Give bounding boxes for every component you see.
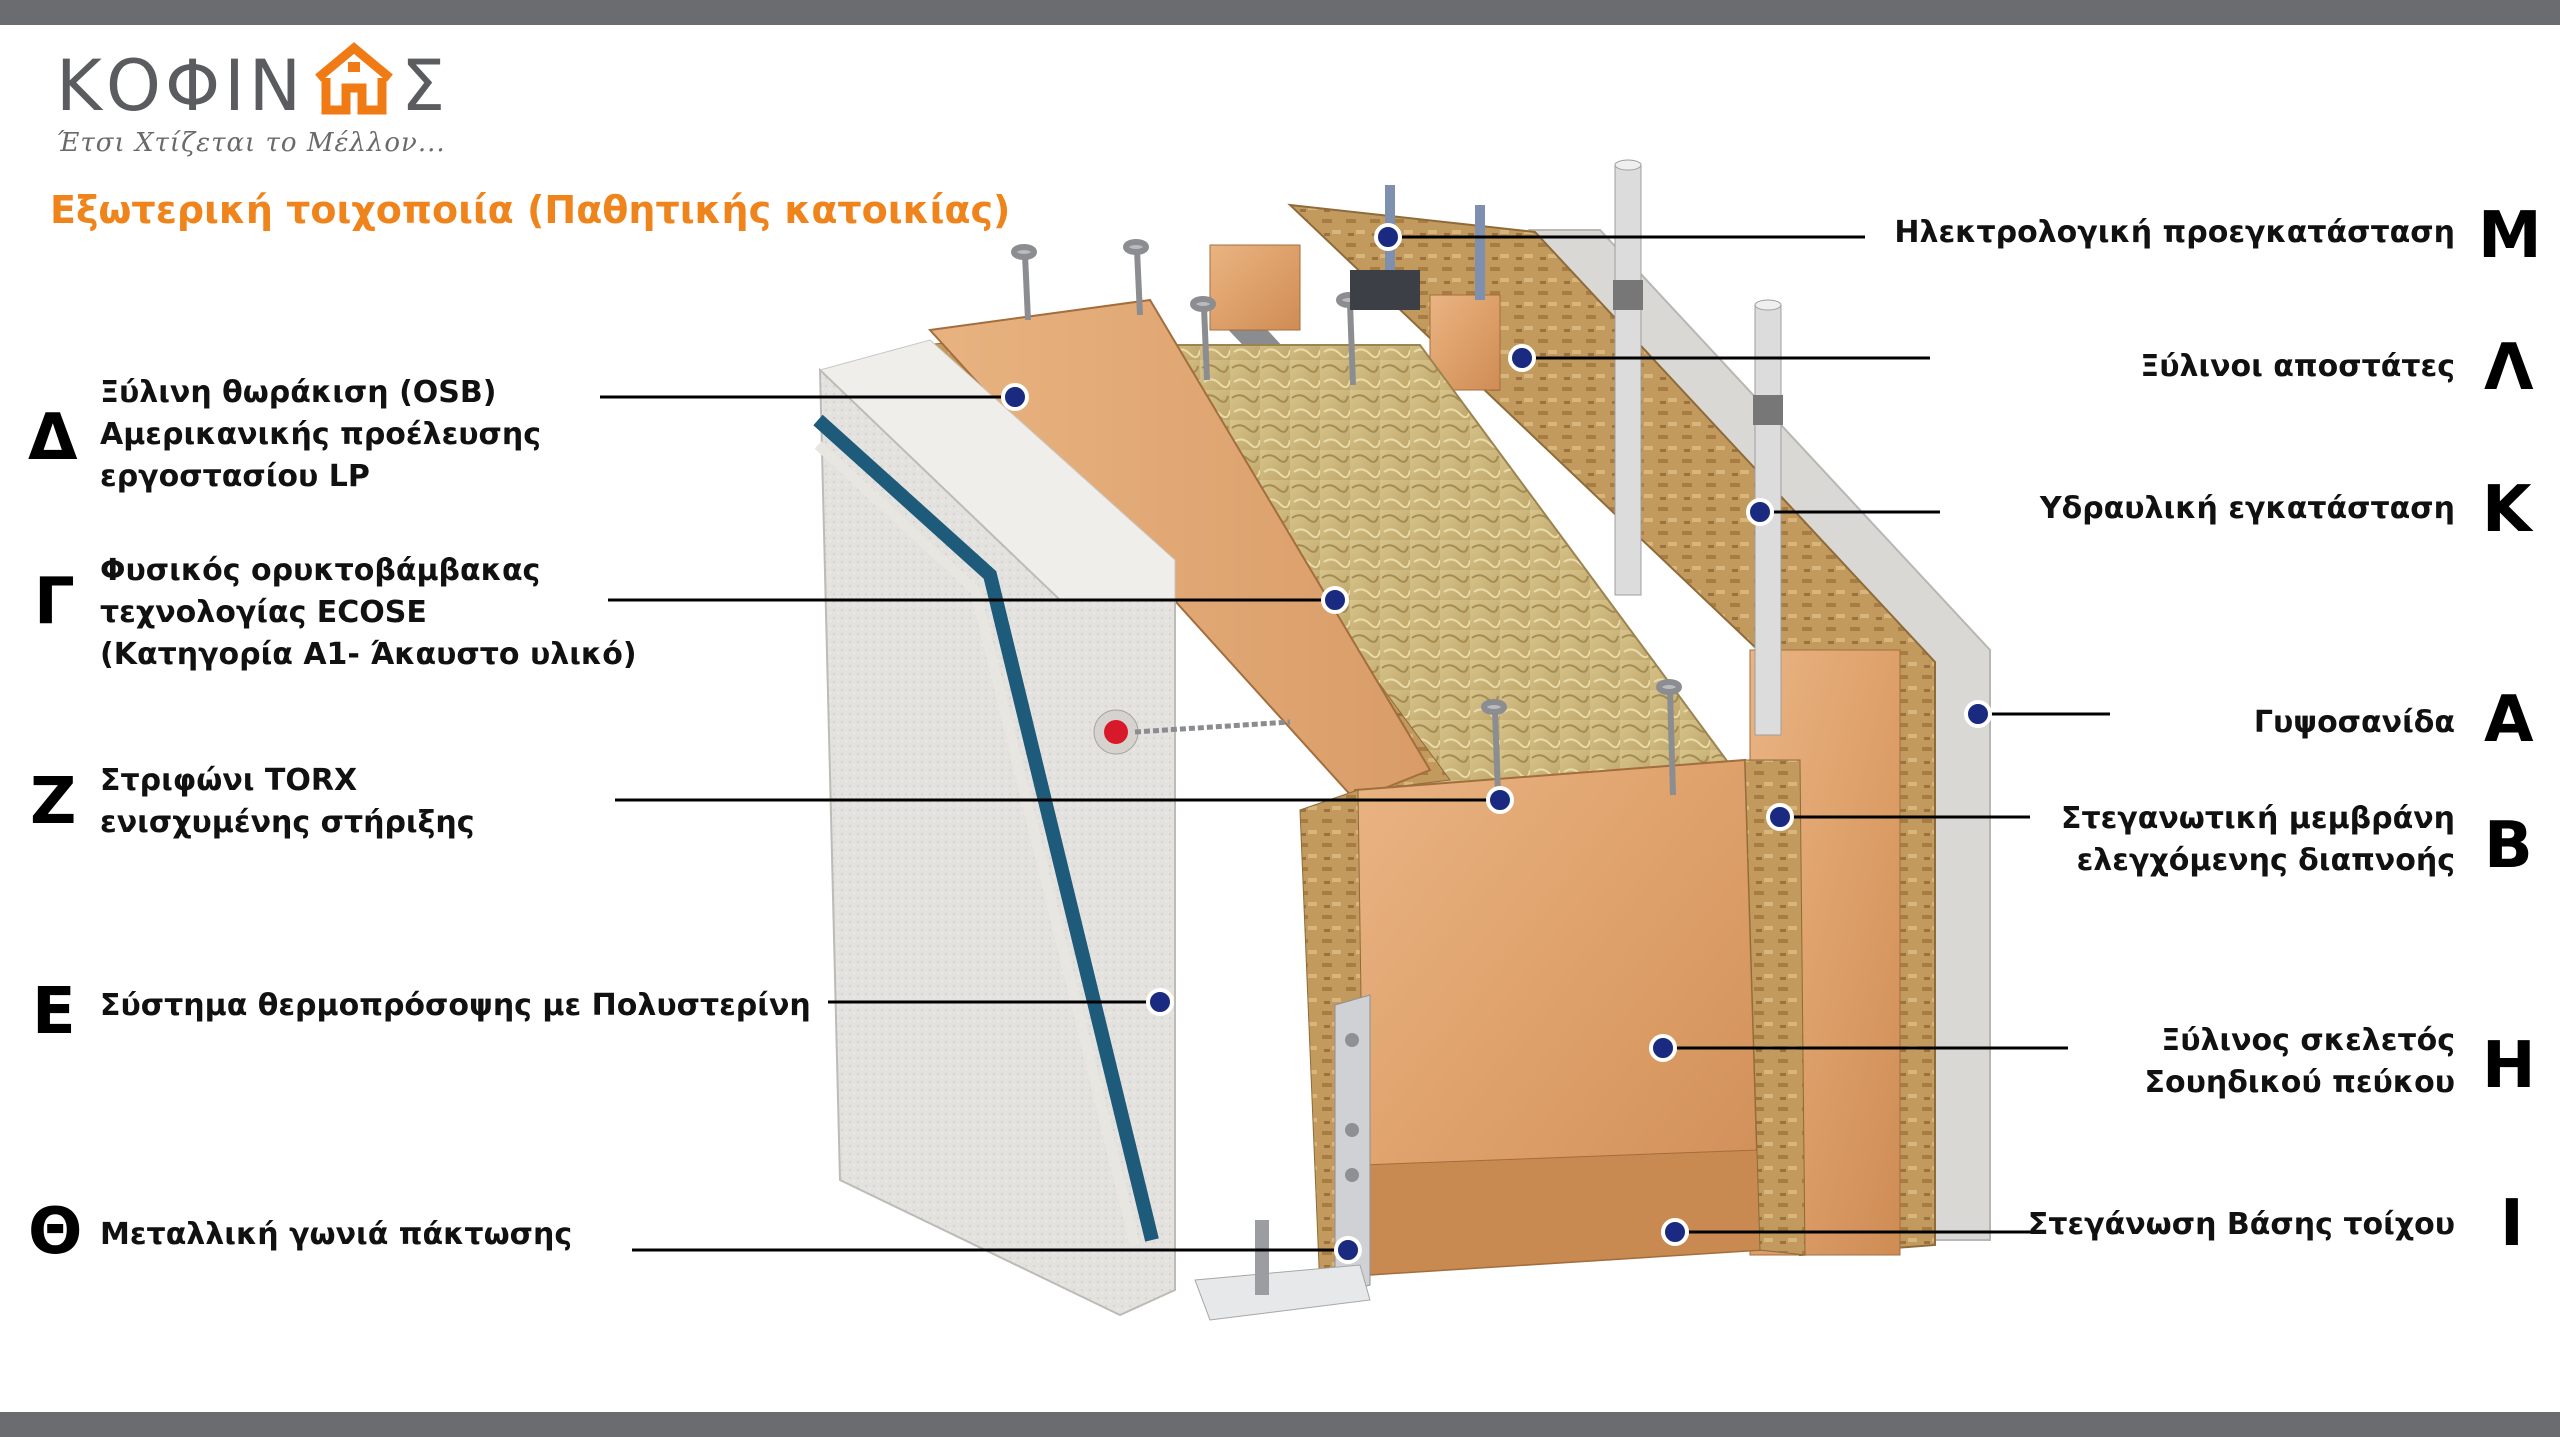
- svg-text:Σ: Σ: [401, 45, 445, 127]
- label-torx-screw: Στριφώνι TORX ενισχυμένης στήριξης: [100, 763, 475, 840]
- letter-zeta: Ζ: [30, 765, 77, 839]
- label-membrane: Στεγανωτική μεμβράνη ελεγχόμενης διαπνοή…: [2060, 801, 2455, 878]
- metal-anchor-foot: [1194, 1264, 1371, 1321]
- marker-anchor: [1334, 1236, 1362, 1264]
- label-spacers: Ξύλινοι αποστάτες: [2140, 349, 2455, 384]
- letter-kappa: Κ: [2482, 473, 2532, 547]
- letter-delta: Δ: [28, 401, 78, 475]
- top-bar: [0, 0, 2560, 25]
- marker-membrane: [1766, 803, 1794, 831]
- label-mineral-wool: Φυσικός ορυκτοβάμβακας τεχνολογίας ECOSE…: [100, 553, 637, 672]
- label-gypsum: Γυψοσανίδα: [2253, 705, 2455, 740]
- brand-logo: ΚΟΦΙΝ Σ Έτσι Χτίζεται το Μέλλον...: [56, 40, 516, 170]
- letter-iota: Ι: [2500, 1187, 2524, 1261]
- letter-lambda: Λ: [2484, 331, 2534, 405]
- marker-base: [1661, 1218, 1689, 1246]
- letter-mu: Μ: [2478, 199, 2542, 273]
- marker-osb: [1001, 383, 1029, 411]
- logo-wordmark-icon: ΚΟΦΙΝ Σ: [56, 42, 445, 127]
- marker-spacers: [1508, 344, 1536, 372]
- back-stud: [1209, 244, 1301, 331]
- bottom-bar: [0, 1412, 2560, 1437]
- label-metal-anchor: Μεταλλική γωνιά πάκτωσης: [100, 1217, 573, 1252]
- letter-alpha: Α: [2484, 683, 2534, 757]
- letter-beta: Β: [2484, 809, 2533, 883]
- metal-anchor: [1334, 994, 1371, 1296]
- svg-text:ΚΟΦΙΝ: ΚΟΦΙΝ: [56, 45, 305, 127]
- marker-gypsum: [1964, 700, 1992, 728]
- main-stud-base: [1361, 1149, 1761, 1276]
- page-title: Εξωτερική τοιχοποιία (Παθητικής κατοικία…: [50, 188, 1011, 232]
- letter-gamma: Γ: [34, 565, 75, 639]
- letter-epsilon: Ε: [32, 975, 76, 1049]
- eifs-mesh-line: [813, 414, 1159, 1242]
- letter-eta: Η: [2482, 1029, 2536, 1103]
- marker-electrical: [1374, 223, 1402, 251]
- label-plumbing: Υδραυλική εγκατάσταση: [2039, 491, 2455, 526]
- marker-wool: [1321, 586, 1349, 614]
- label-osb: Ξύλινη θωράκιση (OSB) Αμερικανικής προέλ…: [100, 375, 542, 494]
- marker-plumbing: [1746, 498, 1774, 526]
- label-eifs: Σύστημα θερμοπρόσοψης με Πολυστερίνη: [100, 988, 811, 1023]
- osb-side-right: [1744, 759, 1806, 1256]
- marker-eifs: [1146, 988, 1174, 1016]
- label-timber-frame: Ξύλινος σκελετός Σουηδικού πεύκου: [2144, 1023, 2455, 1100]
- letter-theta: Θ: [28, 1195, 83, 1269]
- marker-torx: [1486, 786, 1514, 814]
- label-base-waterproofing: Στεγάνωση Βάσης τοίχου: [2027, 1207, 2455, 1242]
- label-electrical: Ηλεκτρολογική προεγκατάσταση: [1894, 215, 2455, 250]
- top-plate: [927, 298, 1432, 802]
- brand-tagline: Έτσι Χτίζεται το Μέλλον...: [56, 128, 446, 158]
- marker-frame: [1649, 1034, 1677, 1062]
